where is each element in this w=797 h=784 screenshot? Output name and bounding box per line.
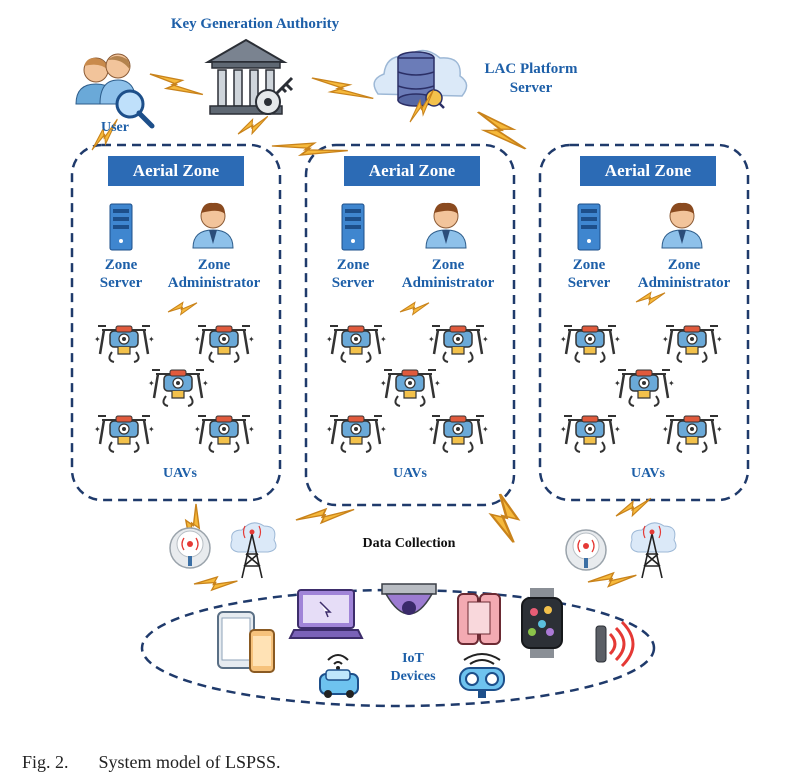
zone-3-server-line-2: Server — [567, 275, 611, 291]
connected-car-icon — [319, 654, 359, 698]
zone-2-server-label: Zone Server — [318, 256, 388, 292]
zone-1-admin-line-2: Administrator — [167, 275, 261, 291]
uav-icon — [192, 324, 257, 364]
cell-tower-icon — [230, 521, 277, 579]
uav-icon — [378, 368, 443, 408]
zone-1-admin-line-1: Zone — [197, 257, 231, 273]
uav-icon — [426, 414, 491, 454]
zone-3-server-line-1: Zone — [572, 257, 606, 273]
tablet-phone-icon — [217, 611, 275, 673]
lac-platform-server-icon — [373, 49, 468, 109]
zone-2-admin-line-2: Administrator — [401, 275, 495, 291]
lac-platform-server-label: LAC Platform Server — [466, 60, 596, 98]
ground-beacon-icon — [169, 527, 211, 569]
figure-caption-text: System model of LSPSS. — [98, 752, 281, 772]
lac-platform-line-1: LAC Platform — [484, 61, 578, 77]
uav-icon — [324, 324, 389, 364]
iot-devices-label: IoT Devices — [378, 650, 448, 686]
smartwatch-icon — [521, 588, 563, 658]
uav-icon — [92, 414, 157, 454]
uav-icon — [426, 324, 491, 364]
data-collection-label: Data Collection — [362, 536, 456, 551]
nfc-reader-icon — [595, 620, 635, 668]
figure-number: Fig. 2. — [22, 752, 69, 772]
key-authority-building-icon — [204, 38, 294, 115]
user-label: User — [101, 120, 129, 135]
ground-beacon-icon — [565, 529, 607, 571]
uav-icon — [558, 414, 623, 454]
uav-icon — [558, 324, 623, 364]
zone-3-uavs — [558, 324, 725, 454]
user-icon — [75, 53, 155, 129]
cell-tower-icon — [630, 521, 677, 579]
zone-3-admin-line-1: Zone — [667, 257, 701, 273]
key-generation-authority-label: Key Generation Authority — [170, 16, 340, 32]
uav-icon — [92, 324, 157, 364]
zone-1-server-line-1: Zone — [104, 257, 138, 273]
zone-1-boundary — [70, 143, 282, 502]
iot-line-2: Devices — [390, 669, 436, 684]
laptop-icon — [288, 589, 364, 639]
zone-1-server-label: Zone Server — [86, 256, 156, 292]
uav-icon — [146, 368, 211, 408]
zone-3-server-label: Zone Server — [554, 256, 624, 292]
zone-2-admin-line-1: Zone — [431, 257, 465, 273]
zone-3-header: Aerial Zone — [580, 156, 716, 186]
zone-2-administrator-icon — [425, 202, 467, 249]
lac-platform-line-2: Server — [509, 80, 553, 96]
zone-2-boundary — [304, 143, 516, 507]
zone-3-server-icon — [577, 203, 601, 251]
zone-2-uavs — [324, 324, 491, 454]
iot-line-1: IoT — [402, 651, 424, 666]
zone-3-administrator-icon — [661, 202, 703, 249]
figure-caption: Fig. 2. System model of LSPSS. — [22, 752, 311, 773]
zone-2-administrator-label: Zone Administrator — [388, 256, 508, 292]
uav-icon — [660, 414, 725, 454]
zone-2-server-icon — [341, 203, 365, 251]
uav-icon — [192, 414, 257, 454]
zone-2-server-line-2: Server — [331, 275, 375, 291]
zone-2-header: Aerial Zone — [344, 156, 480, 186]
zone-2-uavs-label: UAVs — [393, 466, 427, 481]
zone-3-administrator-label: Zone Administrator — [624, 256, 744, 292]
uav-icon — [324, 414, 389, 454]
smart-projector-icon — [459, 653, 505, 698]
zone-1-header: Aerial Zone — [108, 156, 244, 186]
game-controller-icon — [457, 593, 501, 645]
uav-icon — [612, 368, 677, 408]
zone-1-administrator-icon — [192, 202, 234, 249]
zone-3-uavs-label: UAVs — [631, 466, 665, 481]
zone-3-admin-line-2: Administrator — [637, 275, 731, 291]
zone-1-server-line-2: Server — [99, 275, 143, 291]
zone-1-administrator-label: Zone Administrator — [156, 256, 272, 292]
zone-1-server-icon — [109, 203, 133, 251]
uav-icon — [660, 324, 725, 364]
zone-3-boundary — [538, 143, 750, 502]
security-camera-icon — [381, 583, 437, 615]
zone-1-uavs — [92, 324, 257, 454]
zone-1-uavs-label: UAVs — [163, 466, 197, 481]
zone-2-server-line-1: Zone — [336, 257, 370, 273]
